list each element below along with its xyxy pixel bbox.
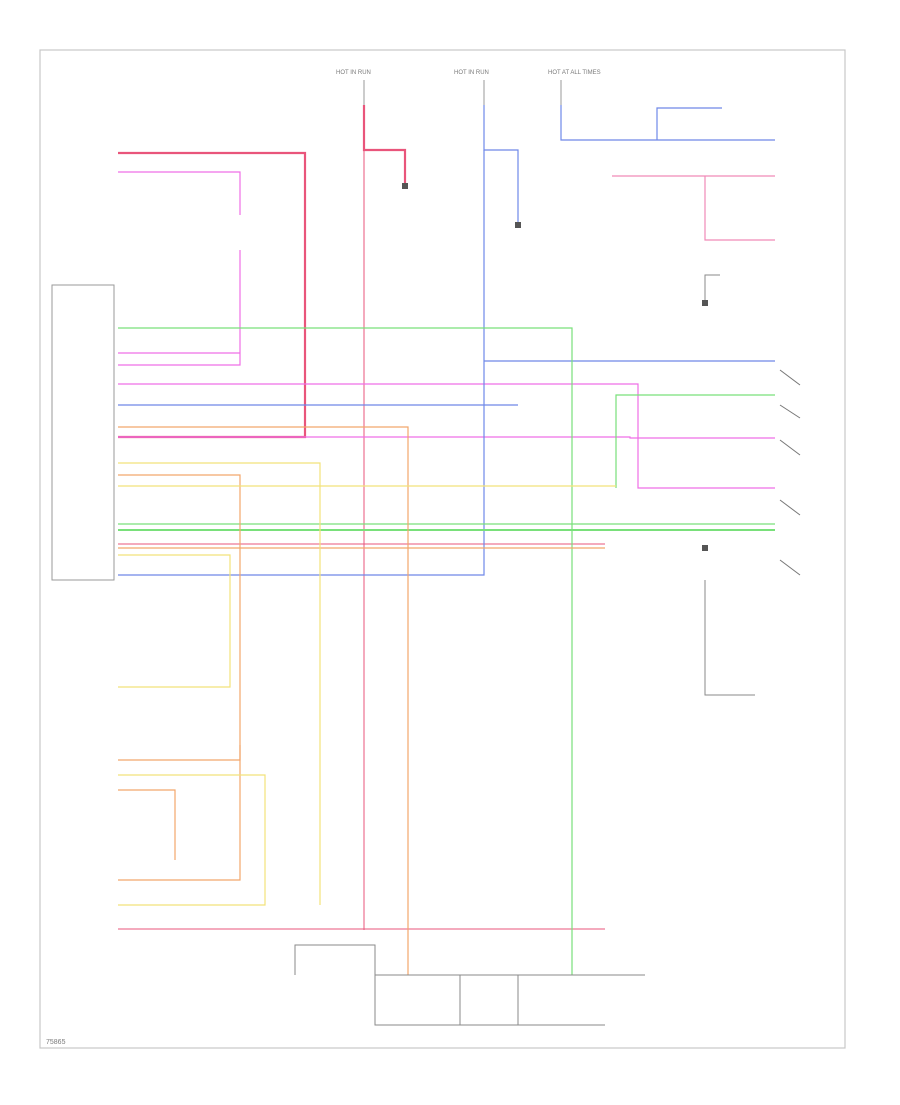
switch-contacts	[779, 369, 801, 576]
yellow-wire-group	[118, 462, 616, 906]
magenta-wire-group	[118, 171, 775, 489]
green-wire-group	[118, 327, 775, 975]
fuse-group	[363, 80, 562, 105]
top-label-left: HOT IN RUN	[336, 70, 371, 76]
pcm-connector-block	[51, 284, 115, 581]
orange-wire-group	[118, 426, 605, 975]
gray-wire-group	[294, 274, 755, 1026]
red-wire-group	[118, 105, 407, 439]
top-label-middle: HOT IN RUN	[454, 70, 489, 76]
ground-markers	[402, 183, 708, 551]
top-label-right: HOT AT ALL TIMES	[548, 70, 601, 76]
red-wire-thin-group	[118, 150, 605, 930]
pink-wire-group	[612, 175, 775, 241]
diagram-border	[39, 49, 846, 1049]
figure-id: 75865	[46, 1039, 66, 1046]
